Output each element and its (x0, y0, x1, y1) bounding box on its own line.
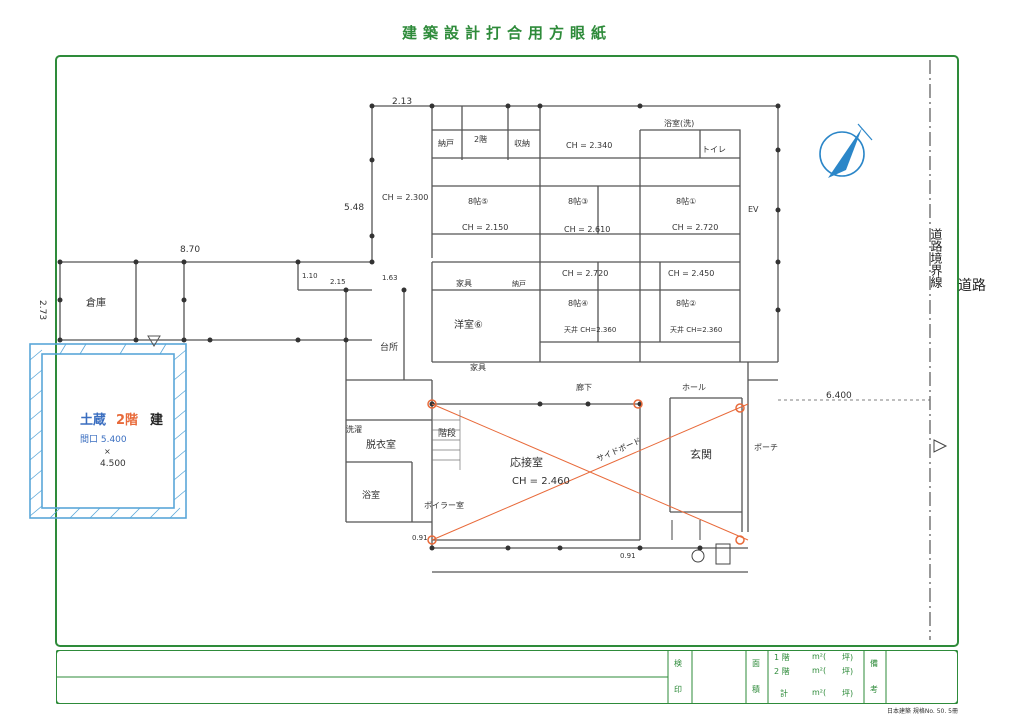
dim-step1: 1.10 (302, 272, 318, 280)
tb-area2: 積 (752, 685, 760, 694)
compass-icon (819, 123, 873, 178)
label-washing: 洗濯 (346, 424, 362, 434)
annex-line2: 間口 5.400 (80, 434, 127, 445)
label-room5: 8帖⑤ (468, 196, 488, 206)
label-reception: 応接室 (510, 455, 543, 469)
label-room2-note: 天井 CH=2.360 (670, 325, 722, 334)
footer-note: 日本建築 規格No. 50. 5冊 (886, 708, 958, 715)
dim-bottom-right: 0.91 (620, 552, 636, 560)
label-kitchen: 台所 (380, 341, 398, 353)
label-ev: EV (748, 205, 759, 214)
annex-label-right: 建 (150, 412, 163, 428)
tb-floor1: 1 階 (774, 653, 790, 662)
label-room3-ch: CH = 2.610 (564, 225, 610, 234)
label-row-ch1: CH = 2.720 (562, 269, 608, 278)
fixtures (671, 520, 731, 565)
dim-top: 2.13 (392, 97, 412, 107)
label-row-ch2: CH = 2.450 (668, 269, 714, 278)
label-room1-ch: CH = 2.720 (672, 223, 718, 232)
tb-total: 計 (780, 689, 788, 698)
label-room3: 8帖③ (568, 196, 588, 206)
orange-markers (427, 399, 745, 545)
annex-label-mid: 2階 (116, 412, 138, 428)
annex-line4: 4.500 (100, 459, 126, 469)
sheet-title: 建築設計打合用方眼紙 (401, 24, 612, 42)
label-reception-ch: CH = 2.460 (512, 476, 570, 487)
label-wc2: 2階 (474, 134, 487, 144)
label-corridor: 廊下 (576, 382, 592, 392)
annex-label-left: 土蔵 (80, 412, 106, 428)
label-furniture: 家具 (456, 278, 472, 288)
label-entrance: 玄関 (690, 447, 712, 461)
tb-unit-tsubo-2: 坪) (842, 667, 854, 676)
label-western: 洋室⑥ (454, 318, 483, 331)
dim-garage-width: 8.70 (180, 245, 200, 255)
annex-line3: × (104, 447, 111, 456)
tb-unit-m2-1: m²( (812, 652, 827, 661)
label-room4: 8帖④ (568, 298, 588, 308)
label-closet-ch: CH = 2.340 (566, 141, 612, 150)
dim-left-height: 5.48 (344, 203, 364, 213)
tb-unit-m2-2: m²( (812, 666, 827, 675)
label-room2: 8帖② (676, 298, 696, 308)
label-toilet: トイレ (702, 145, 726, 154)
label-storage-right: 収納 (514, 138, 530, 148)
tb-unit-tsubo-1: 坪) (842, 653, 854, 662)
label-storage-small: 納戸 (512, 279, 526, 288)
label-utility: 浴室(洗) (664, 118, 694, 128)
tb-unit-m2-3: m²( (812, 688, 827, 697)
walls (59, 105, 779, 573)
sheet-frame (55, 55, 959, 647)
road-boundary (778, 60, 948, 640)
label-hall-ch: CH = 2.300 (382, 193, 428, 202)
label-room5-ch: CH = 2.150 (462, 223, 508, 232)
tb-unit-tsubo-3: 坪) (842, 689, 854, 698)
dim-step3: 1.63 (382, 274, 398, 282)
dim-step2: 2.15 (330, 278, 346, 286)
annex-building (29, 335, 187, 519)
label-storage-top: 納戸 (438, 138, 454, 148)
dim-road-offset: 6.400 (826, 391, 852, 401)
label-dressing: 脱衣室 (366, 438, 396, 451)
reception-diagonals (431, 403, 749, 541)
tb-check: 検 (674, 659, 682, 668)
tb-remarks1: 備 (870, 659, 878, 668)
label-boiler: ボイラー室 (424, 500, 464, 510)
tb-floor2: 2 階 (774, 667, 790, 676)
label-stair: 階段 (438, 427, 456, 439)
tb-seal: 印 (674, 685, 682, 694)
title-block: 検 印 面 積 1 階 2 階 計 m²( 坪) m²( 坪) m²( 坪) 備… (56, 650, 958, 704)
road-boundary-label: 道路境界線 (929, 228, 943, 288)
label-room4-note: 天井 CH=2.360 (564, 325, 616, 334)
dim-bottom-left: 0.91 (412, 534, 428, 542)
dim-garage-depth: 2.73 (37, 300, 47, 320)
tb-area: 面 (752, 659, 760, 668)
label-room1: 8帖① (676, 196, 696, 206)
label-furniture2: 家具 (470, 362, 486, 372)
column-markers (57, 103, 781, 551)
stair-hatch (432, 410, 461, 470)
label-bath: 浴室 (362, 489, 380, 501)
label-porch: ポーチ (754, 443, 778, 452)
road-label: 道路 (958, 278, 986, 294)
tb-remarks2: 考 (870, 685, 878, 694)
label-garage: 倉庫 (86, 296, 106, 309)
label-hall: ホール (682, 383, 706, 392)
